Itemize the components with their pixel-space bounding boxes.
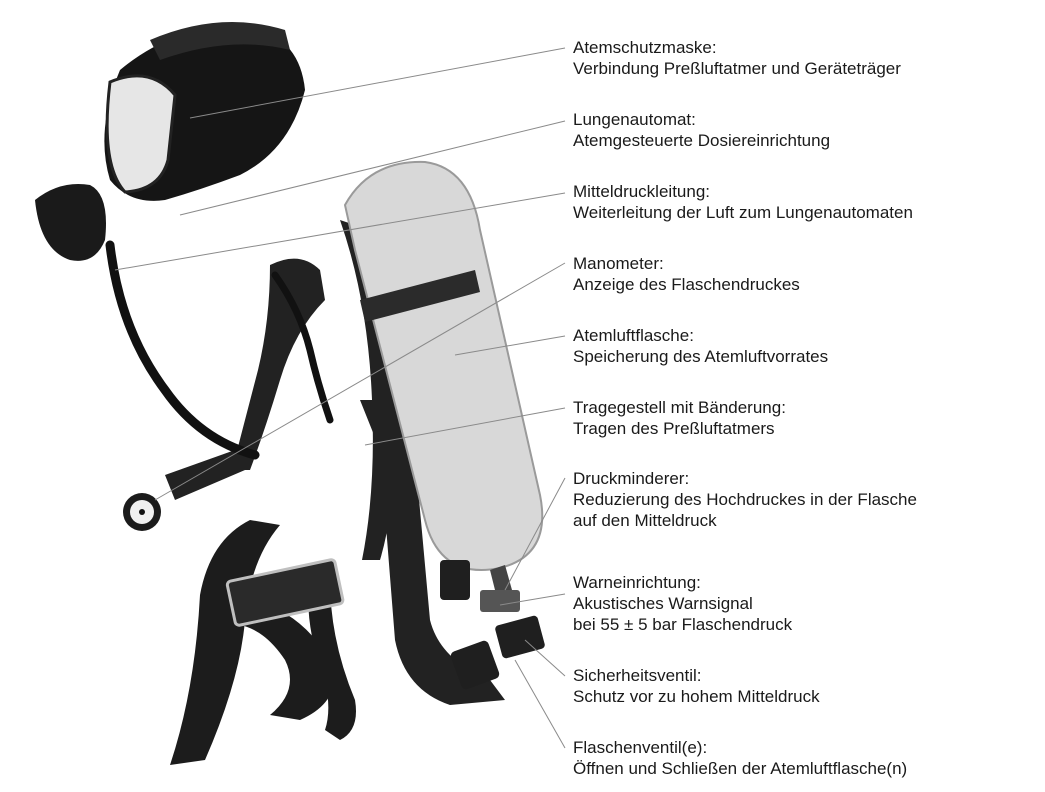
label-tragegestell: Tragegestell mit Bänderung: Tragen des P… — [573, 397, 786, 439]
label-title: Warneinrichtung: — [573, 572, 792, 593]
label-mitteldruckleitung: Mitteldruckleitung: Weiterleitung der Lu… — [573, 181, 913, 223]
label-manometer: Manometer: Anzeige des Flaschendruckes — [573, 253, 800, 295]
label-text: Akustisches Warnsignal — [573, 593, 792, 614]
label-flaschenventil: Flaschenventil(e): Öffnen und Schließen … — [573, 737, 907, 779]
medium-pressure-hose — [110, 245, 255, 455]
harness-straps — [170, 520, 356, 765]
label-title: Manometer: — [573, 253, 800, 274]
label-warneinrichtung: Warneinrichtung: Akustisches Warnsignal … — [573, 572, 792, 635]
label-lungenautomat: Lungenautomat: Atemgesteuerte Dosiereinr… — [573, 109, 830, 151]
label-text: Schutz vor zu hohem Mitteldruck — [573, 686, 820, 707]
label-title: Flaschenventil(e): — [573, 737, 907, 758]
label-atemschutzmaske: Atemschutzmaske: Verbindung Preßluftatme… — [573, 37, 901, 79]
label-text: Öffnen und Schließen der Atemluftflasche… — [573, 758, 907, 779]
label-title: Atemluftflasche: — [573, 325, 828, 346]
leader-line-medium-pressure-hose — [115, 193, 565, 270]
label-text: auf den Mitteldruck — [573, 510, 917, 531]
leader-line-cylinder-valve — [515, 660, 565, 748]
label-atemluftflasche: Atemluftflasche: Speicherung des Atemluf… — [573, 325, 828, 367]
label-druckminderer: Druckminderer: Reduzierung des Hochdruck… — [573, 468, 917, 531]
label-text: Anzeige des Flaschendruckes — [573, 274, 800, 295]
label-text: Reduzierung des Hochdruckes in der Flasc… — [573, 489, 917, 510]
label-text: Weiterleitung der Luft zum Lungenautomat… — [573, 202, 913, 223]
label-text: Verbindung Preßluftatmer und Geräteträge… — [573, 58, 901, 79]
full-face-mask — [35, 22, 305, 261]
label-title: Sicherheitsventil: — [573, 665, 820, 686]
leader-line-safety-valve — [525, 640, 565, 676]
label-title: Mitteldruckleitung: — [573, 181, 913, 202]
label-text: Speicherung des Atemluftvorrates — [573, 346, 828, 367]
label-text: Tragen des Preßluftatmers — [573, 418, 786, 439]
label-title: Atemschutzmaske: — [573, 37, 901, 58]
label-title: Lungenautomat: — [573, 109, 830, 130]
label-title: Tragegestell mit Bänderung: — [573, 397, 786, 418]
label-title: Druckminderer: — [573, 468, 917, 489]
label-sicherheitsventil: Sicherheitsventil: Schutz vor zu hohem M… — [573, 665, 820, 707]
label-text: Atemgesteuerte Dosiereinrichtung — [573, 130, 830, 151]
label-text: bei 55 ± 5 bar Flaschendruck — [573, 614, 792, 635]
